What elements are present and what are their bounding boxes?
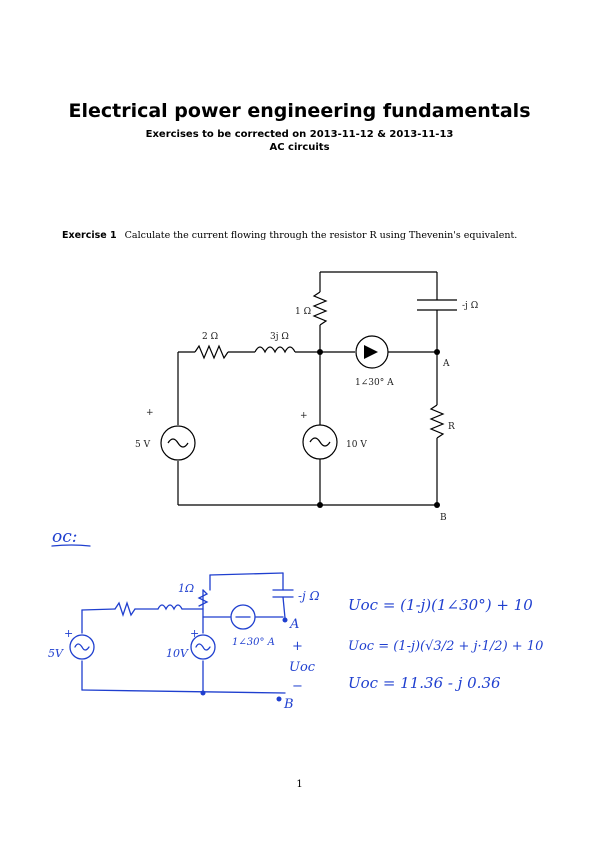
exercise-label: Exercise 1	[62, 230, 117, 241]
label-l1: 3j Ω	[270, 332, 289, 342]
label-cap: -j Ω	[462, 301, 478, 311]
label-plus-vs1: +	[146, 408, 154, 418]
hw-node-a: A	[289, 617, 299, 632]
hw-plus-vs2: +	[190, 627, 199, 640]
hw-vs2: 10V	[166, 647, 189, 660]
label-node-b: B	[440, 513, 447, 523]
page-subtitle: Exercises to be corrected on 2013-11-12 …	[145, 129, 454, 140]
hw-eq1: Uoc = (1-j)(1∠30°) + 10	[348, 596, 533, 614]
hw-plus-uoc: +	[292, 639, 303, 654]
hw-cap: -j Ω	[298, 589, 320, 603]
label-r2: 1 Ω	[295, 307, 311, 317]
label-isrc: 1∠30° A	[355, 378, 394, 388]
page-number: 1	[296, 779, 303, 790]
label-vs2: 10 V	[346, 440, 367, 450]
exercise-text: Calculate the current flowing through th…	[124, 230, 518, 241]
label-plus-vs2: +	[300, 411, 308, 421]
page-topic: AC circuits	[269, 142, 330, 153]
hw-r2: 1Ω	[178, 582, 194, 595]
hw-node-b: B	[283, 697, 294, 712]
hw-plus-vs1: +	[64, 627, 73, 640]
exercise-statement: Exercise 1 Calculate the current flowing …	[62, 230, 542, 241]
hw-eq2: Uoc = (1-j)(√3/2 + j·1/2) + 10	[348, 639, 543, 654]
hw-isrc: 1∠30° A	[232, 637, 275, 648]
label-vs1: 5 V	[135, 440, 151, 450]
hw-eq3: Uoc = 11.36 - j 0.36	[348, 674, 501, 692]
page-title: Electrical power engineering fundamental…	[68, 100, 531, 122]
label-r1: 2 Ω	[202, 332, 218, 342]
hw-minus-uoc: −	[292, 679, 303, 694]
label-res-r: R	[448, 422, 455, 432]
label-node-a: A	[442, 359, 450, 369]
hw-heading: oc:	[52, 527, 77, 547]
hw-uoc: Uoc	[289, 660, 316, 675]
hw-vs1: 5V	[48, 647, 64, 660]
